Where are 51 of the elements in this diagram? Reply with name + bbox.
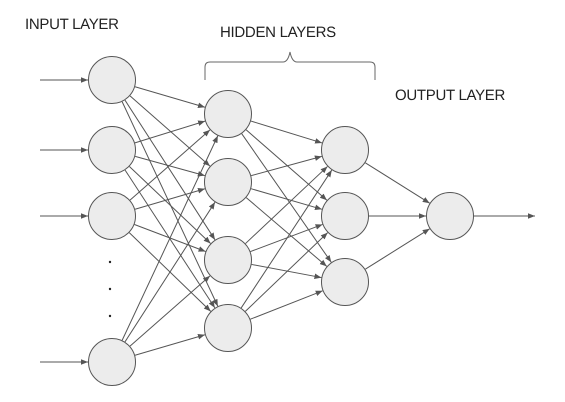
- arrow: [134, 86, 206, 108]
- layer-label: INPUT LAYER: [25, 16, 119, 33]
- arrow: [250, 290, 324, 320]
- arrow: [246, 129, 328, 201]
- arrow: [128, 232, 212, 312]
- arrow: [130, 129, 210, 201]
- arrow: [134, 120, 206, 144]
- arrow: [124, 170, 216, 308]
- arrow: [40, 213, 88, 219]
- neuron-circle: [88, 56, 136, 104]
- arrow: [134, 334, 206, 356]
- arrow: [250, 188, 322, 210]
- layer-label: OUTPUT LAYER: [395, 87, 506, 104]
- arrow: [364, 162, 430, 204]
- arrow: [368, 213, 426, 219]
- arrow: [134, 224, 206, 252]
- arrow: [474, 213, 536, 219]
- layer-label: HIDDEN LAYERS: [220, 24, 336, 41]
- arrow: [130, 275, 210, 347]
- arrow: [122, 135, 218, 341]
- arrow: [130, 95, 210, 167]
- neuron-circle: [321, 126, 369, 174]
- arrow: [246, 197, 328, 267]
- arrow: [251, 264, 322, 280]
- arrow: [241, 133, 332, 263]
- arrow: [364, 228, 430, 270]
- arrow: [128, 166, 212, 244]
- neuron-circle: [204, 90, 252, 138]
- arrow: [250, 155, 322, 176]
- arrow: [40, 147, 88, 153]
- arrow: [244, 232, 328, 312]
- arrow: [134, 156, 206, 176]
- neuron-circle: [204, 304, 252, 352]
- arrow: [40, 77, 88, 83]
- neuron-circle: [88, 192, 136, 240]
- neuron-circle: [88, 126, 136, 174]
- arrow: [122, 101, 218, 307]
- neuron-circle: [426, 192, 474, 240]
- neuron-circle: [321, 192, 369, 240]
- arrow: [244, 166, 328, 244]
- arrow: [250, 224, 324, 252]
- arrow: [124, 202, 216, 342]
- arrow: [250, 120, 323, 144]
- neuron-circle: [204, 158, 252, 206]
- arrow: [124, 100, 216, 240]
- neuron-circle: [88, 338, 136, 386]
- arrow: [134, 188, 206, 210]
- arrow: [240, 170, 332, 308]
- arrow: [40, 359, 88, 365]
- neuron-circle: [204, 236, 252, 284]
- neuron-circle: [321, 258, 369, 306]
